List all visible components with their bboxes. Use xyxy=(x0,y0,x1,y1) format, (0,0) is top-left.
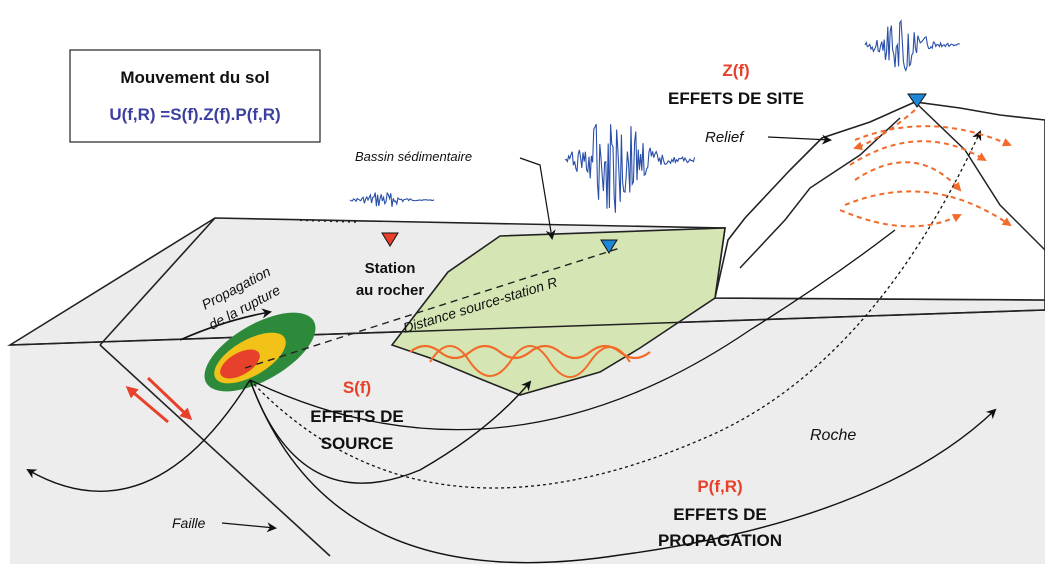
station-label-line2: au rocher xyxy=(356,282,425,299)
legend-title: Mouvement du sol xyxy=(120,68,269,87)
ground-motion-legend: Mouvement du sol U(f,R) =S(f).Z(f).P(f,R… xyxy=(69,49,321,143)
rock-seismogram xyxy=(349,191,435,207)
ray-paths xyxy=(26,130,997,564)
fault-slip-arrows xyxy=(125,376,193,424)
relief-seismogram xyxy=(864,18,960,72)
propagation-effects-line2: PROPAGATION xyxy=(658,531,782,550)
relief-station-marker xyxy=(907,93,927,108)
rock-station-marker xyxy=(381,232,399,247)
source-effects-symbol: S(f) xyxy=(343,378,371,397)
basin-seismogram xyxy=(564,123,696,213)
source-effects-line2: SOURCE xyxy=(321,434,394,453)
rupture-zone xyxy=(204,312,316,392)
seismograms xyxy=(349,18,960,213)
site-effects-label: EFFETS DE SITE xyxy=(668,89,804,108)
relief-mountain xyxy=(714,101,1045,301)
fault-line xyxy=(99,217,216,346)
relief-label: Relief xyxy=(705,129,745,146)
rupture-propagation-arrow xyxy=(179,308,272,341)
source-station-distance-line xyxy=(244,247,621,369)
propagation-effects-symbol: P(f,R) xyxy=(697,477,742,496)
rock-label: Roche xyxy=(810,427,856,444)
propagation-effects-line1: EFFETS DE xyxy=(673,505,767,524)
ground-block xyxy=(7,101,1045,564)
source-effects-line1: EFFETS DE xyxy=(310,407,404,426)
relief-amplification-waves xyxy=(839,109,1012,228)
legend-equation: U(f,R) =S(f).Z(f).P(f,R) xyxy=(109,105,280,124)
basin-station-marker xyxy=(600,239,618,254)
fault-label: Faille xyxy=(172,515,206,531)
basin-label: Bassin sédimentaire xyxy=(355,149,472,164)
station-label-line1: Station xyxy=(365,260,416,277)
sedimentary-basin xyxy=(390,227,726,396)
site-effects-symbol: Z(f) xyxy=(722,61,749,80)
